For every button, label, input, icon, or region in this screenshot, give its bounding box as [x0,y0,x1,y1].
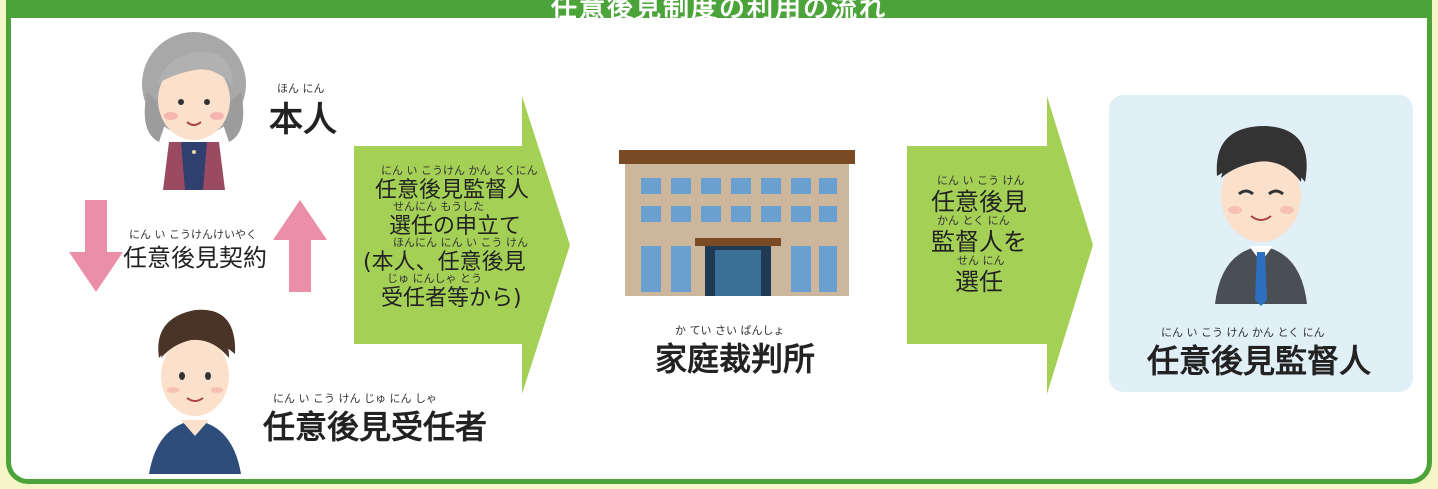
appoint-arrow [907,96,1093,394]
supervisor-illustration [1215,126,1307,306]
diagram-frame: 任意後見制度の利用の流れ ほん にん 本人 にん い こうけんけいやく 任意後見… [6,0,1432,484]
trustee-ruby: にん い こう けん じゅ にん しゃ [273,392,437,405]
arrow2-ruby-2: かん とく にん [937,214,1010,227]
arrow2-ruby-3: せん にん [957,254,1005,267]
court-building-icon [619,150,855,296]
arrow2-line-1: 任意後見 [931,188,1027,216]
arrow2-line-2: 監督人を [931,228,1027,256]
contract-label: 任意後見契約 [123,244,267,272]
header-band: 任意後見制度の利用の流れ [11,0,1427,24]
contract-ruby: にん い こうけんけいやく [129,228,257,241]
petition-text: にん い こうけん かん とくにん 任意後見監督人 せんにん もうした 選任の申… [363,162,563,311]
petition-arrow [354,96,570,394]
arrow1-ruby-4: じゅ にんしゃ とう [387,272,482,285]
supervisor-label: 任意後見監督人 [1147,342,1372,380]
principal-label: 本人 [269,100,337,140]
arrow1-ruby-3: ほんにん にん い こう けん [393,236,528,249]
arrow1-line-1: 任意後見監督人 [375,178,530,203]
arrow1-line-3: (本人、任意後見 [363,250,526,275]
trustee-label: 任意後見受任者 [263,408,488,446]
arrow1-ruby-1: にん い こうけん かん とくにん [381,164,538,177]
court-ruby: か てい さい ばんしょ [675,324,785,337]
supervisor-ruby: にん い こう けん かん とく にん [1161,326,1325,339]
arrow1-line-2: 選任の申立て [389,214,522,239]
principal-illustration [142,32,246,190]
trustee-illustration [149,309,241,474]
up-arrow [273,200,327,292]
court-label: 家庭裁判所 [655,340,816,378]
header-title: 任意後見制度の利用の流れ [550,0,887,24]
appoint-text: にん い こう けん 任意後見 かん とく にん 監督人を せん にん 選任 [915,172,1045,296]
down-arrow [69,200,123,292]
arrow1-ruby-2: せんにん もうした [393,200,485,213]
arrow2-line-3: 選任 [955,268,1003,296]
arrow2-ruby-1: にん い こう けん [937,174,1025,187]
arrow1-line-4: 受任者等から) [381,286,522,311]
principal-ruby: ほん にん [277,82,325,95]
